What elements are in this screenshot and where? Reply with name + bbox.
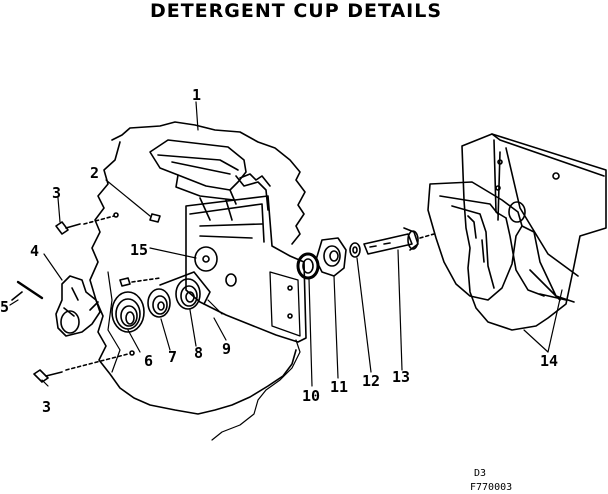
label-12: 12	[362, 372, 380, 390]
label-8: 8	[194, 344, 203, 362]
label-5: 5	[0, 298, 9, 316]
shaft-13	[363, 227, 419, 255]
label-3-upper: 3	[52, 184, 61, 202]
label-1: 1	[192, 86, 201, 104]
screw-3-lower	[33, 353, 129, 383]
dispenser-cup-14	[427, 133, 607, 331]
label-7: 7	[168, 348, 177, 366]
screw-2	[149, 213, 161, 223]
screw-3-upper	[55, 215, 115, 235]
label-2: 2	[90, 164, 99, 182]
drawing-code: F770003	[470, 482, 512, 493]
label-11: 11	[330, 378, 348, 396]
label-13: 13	[392, 368, 410, 386]
spring-clip-5	[16, 280, 44, 300]
gasket-10	[296, 252, 320, 280]
cup-housing	[185, 195, 307, 343]
spring-6	[111, 291, 145, 333]
detergent-lid	[149, 139, 247, 191]
washer-12	[349, 242, 361, 258]
latch-lever	[55, 275, 101, 337]
part-15-boss	[194, 246, 218, 272]
cap-8	[175, 278, 201, 310]
inner-door-panel	[89, 121, 306, 415]
actuator-11	[315, 237, 347, 277]
label-4: 4	[30, 242, 39, 260]
label-14: 14	[540, 352, 558, 370]
seal-7	[147, 288, 171, 318]
sheet-number: D3	[474, 468, 486, 479]
label-3-lower: 3	[42, 398, 51, 416]
label-9: 9	[222, 340, 231, 358]
label-15: 15	[130, 241, 148, 259]
diagram-title: DETERGENT CUP DETAILS	[149, 0, 443, 22]
label-6: 6	[144, 352, 153, 370]
label-10: 10	[302, 387, 320, 405]
leader-lines	[9, 101, 563, 387]
